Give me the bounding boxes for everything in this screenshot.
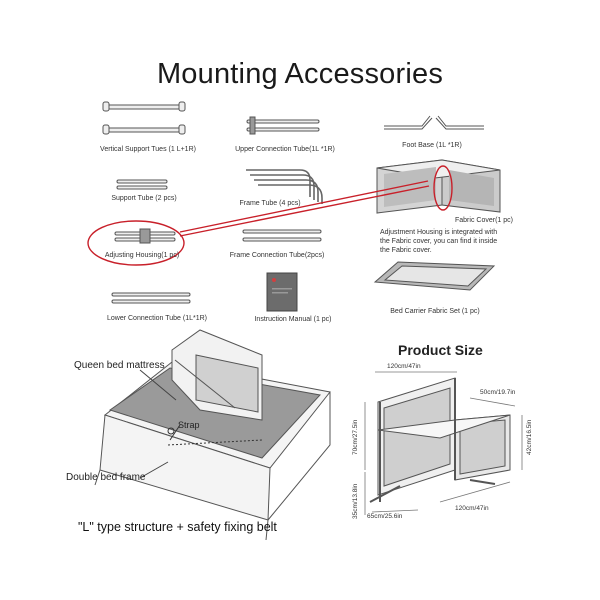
- highlight-circle-housing: [87, 220, 185, 266]
- dim-bottom-width: 120cm/47in: [455, 505, 489, 512]
- bottom-caption: "L" type structure + safety fixing belt: [78, 520, 277, 534]
- dim-leg-height: 35cm/13.8in: [352, 483, 359, 519]
- frame-tube-image: [246, 169, 323, 204]
- page-title: Mounting Accessories: [156, 58, 444, 90]
- product-size-crib-image: [369, 377, 511, 503]
- fabric-cover-image: [376, 159, 501, 214]
- lower-connection-tube-image: [111, 292, 191, 304]
- support-tube-label: Support Tube (2 pcs): [111, 195, 177, 202]
- housing-note: Adjustment Housing is integrated with th…: [380, 229, 498, 254]
- highlight-circle-crib: [433, 165, 453, 211]
- bed-carrier-fabric-label: Bed Carrier Fabric Set (1 pc): [390, 308, 480, 315]
- vertical-support-tubes-image: [102, 101, 186, 135]
- instruction-manual-label: Instruction Manual (1 pc): [254, 316, 332, 323]
- upper-connection-tube-label: Upper Connection Tube(1L *1R): [235, 146, 335, 153]
- fabric-cover-label: Fabric Cover(1 pc): [455, 217, 513, 224]
- highlight-arrow: [179, 180, 429, 233]
- frame-connection-tube-image: [242, 229, 322, 242]
- instruction-manual-image: [266, 272, 298, 312]
- bed-diagram-image: [94, 329, 331, 541]
- foot-base-image: [384, 115, 484, 130]
- dim-height-side: 42cm/16.5in: [526, 419, 533, 455]
- dim-height-total: 70cm/27.5in: [352, 419, 359, 455]
- frame-tube-label: Frame Tube (4 pcs): [239, 200, 301, 207]
- strap-lock-icon: [167, 427, 175, 435]
- vertical-support-tubes-label: Vertical Support Tues (1 L+1R): [100, 146, 196, 153]
- dim-leg-width: 65cm/25.6in: [367, 513, 403, 520]
- frame-connection-tube-label: Frame Connection Tube(2pcs): [229, 252, 325, 259]
- dim-top-width: 120cm/47in: [387, 363, 421, 370]
- dimension-lines: [364, 371, 523, 515]
- lower-connection-tube-label: Lower Connection Tube (1L*1R): [106, 315, 208, 322]
- bed-carrier-fabric-image: [373, 261, 496, 291]
- support-tube-image: [116, 179, 168, 190]
- strap-label: Strap: [178, 420, 200, 430]
- frame-label: Double bed frame: [66, 472, 146, 483]
- mattress-leader-line: [139, 369, 177, 401]
- dim-depth: 50cm/19.7in: [480, 389, 516, 396]
- adjusting-housing-label: Adjusting Housing(1 pc): [104, 252, 180, 259]
- product-size-title: Product Size: [398, 342, 483, 358]
- frame-leader-line: [139, 461, 169, 479]
- mattress-label: Queen bed mattress: [74, 360, 165, 371]
- upper-connection-tube-image: [246, 116, 320, 135]
- adjusting-housing-image: [114, 228, 176, 244]
- foot-base-label: Foot Base (1L *1R): [402, 142, 462, 149]
